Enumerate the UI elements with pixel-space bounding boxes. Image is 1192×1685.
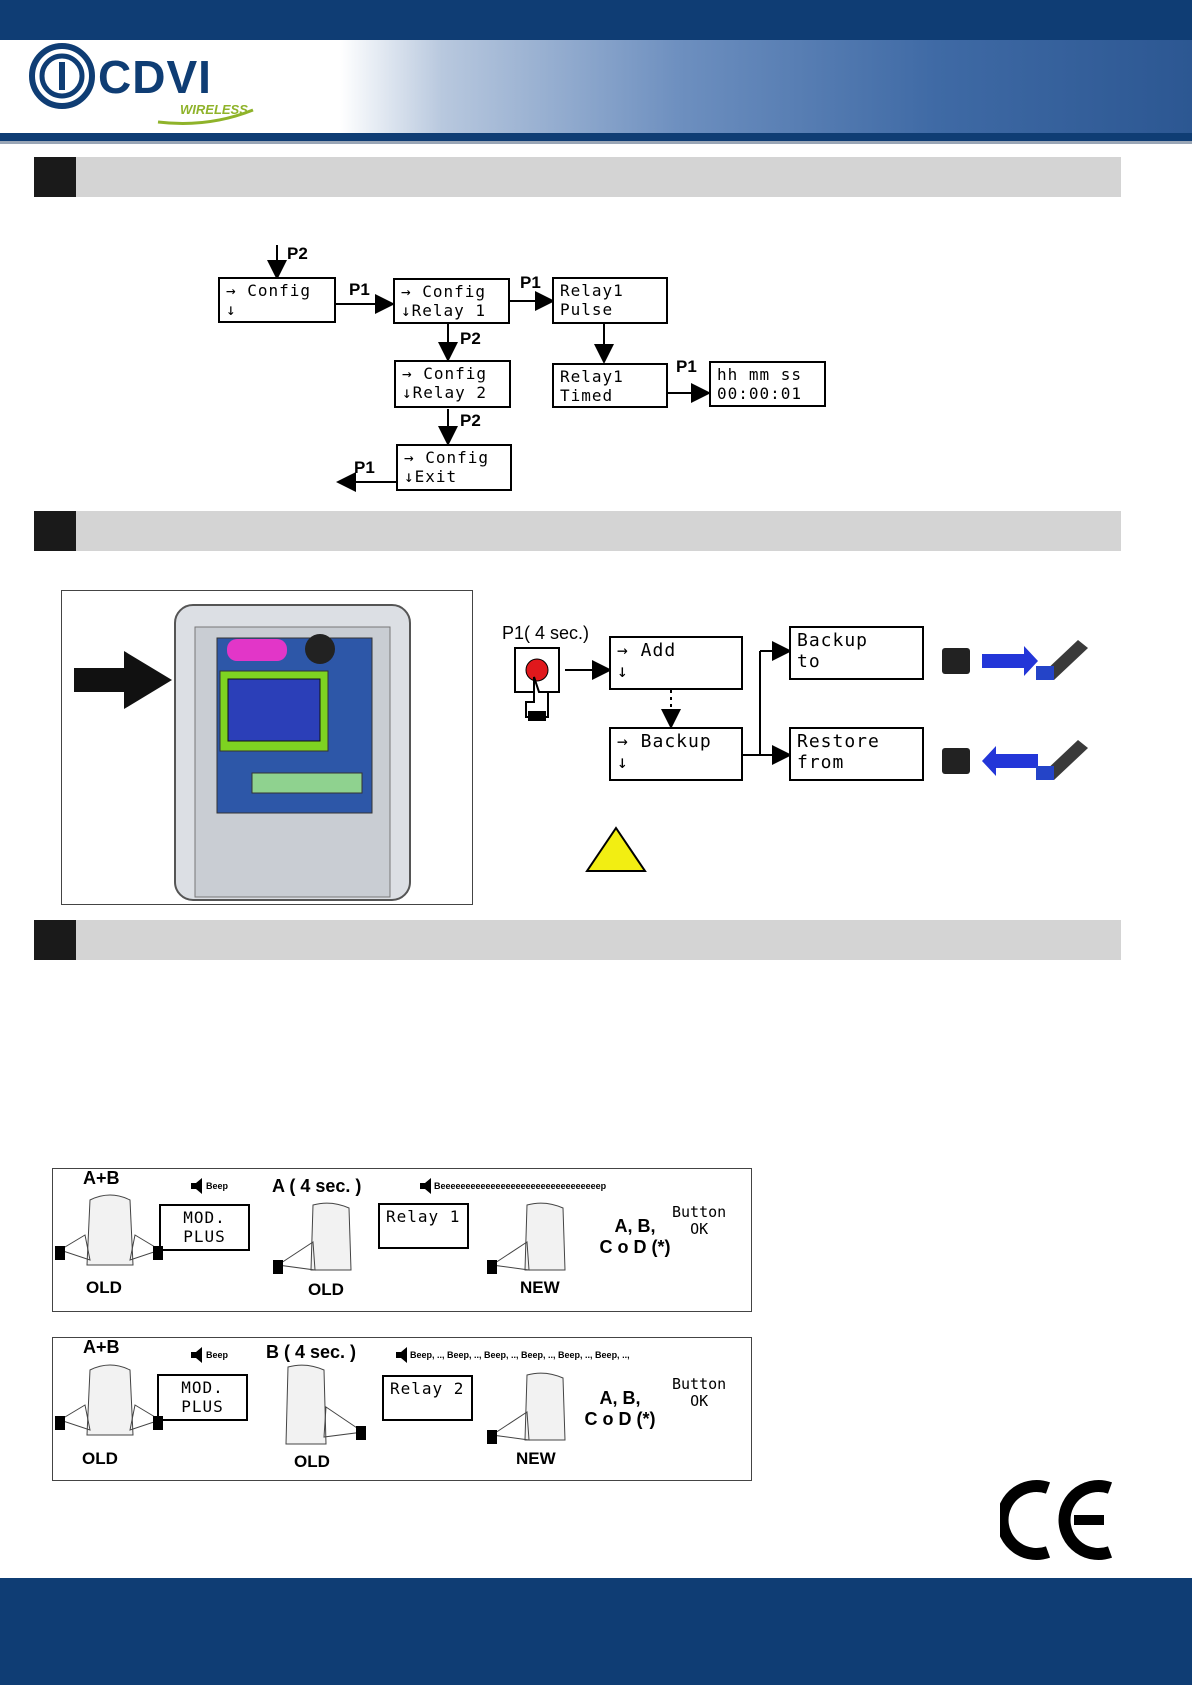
label-p2: P2 xyxy=(460,329,481,348)
usb-key-icon xyxy=(1043,640,1088,680)
beep-label: Beep xyxy=(206,1350,229,1360)
remote-hand-icon xyxy=(55,1194,163,1266)
old-label: OLD xyxy=(308,1280,344,1299)
section-bar-1 xyxy=(34,157,1121,197)
action-label: A ( 4 sec. ) xyxy=(272,1176,362,1196)
beep-long-label: Beeeeeeeeeeeeeeeeeeeeeeeeeeeeeeeep xyxy=(434,1181,607,1191)
brand-name: CDVI xyxy=(98,51,212,103)
device-illustration xyxy=(74,604,411,901)
remote-hand-icon xyxy=(273,1202,352,1274)
top-bar xyxy=(0,0,1192,40)
backup-transfer-icons xyxy=(942,640,1088,780)
remote-hand-icon xyxy=(487,1202,566,1274)
world-map-banner xyxy=(340,40,1192,133)
lcd-add: → Add↓ xyxy=(609,636,743,690)
memory-chip-icon xyxy=(942,648,970,674)
arrow-right-icon xyxy=(982,646,1038,676)
label-p2: P2 xyxy=(460,411,481,430)
memory-chip-icon xyxy=(942,748,970,774)
lcd-mod-plus: MOD.PLUS xyxy=(159,1204,250,1251)
combo-label: A+B xyxy=(83,1337,120,1357)
lcd-backup: → Backup↓ xyxy=(609,727,743,781)
lcd-relay1: Relay 1 xyxy=(378,1203,469,1249)
lcd-config-relay2: → Config↓Relay 2 xyxy=(394,360,511,408)
section-marker-1 xyxy=(34,157,76,197)
section-bar-2 xyxy=(34,511,1121,551)
footer-bar xyxy=(0,1578,1192,1685)
remote-hand-icon xyxy=(487,1372,566,1444)
keys-label: A, B,C o D (*) xyxy=(584,1388,656,1429)
arrow-left-icon xyxy=(982,746,1038,776)
keys-label: A, B,C o D (*) xyxy=(599,1216,671,1257)
combo-label: A+B xyxy=(83,1168,120,1188)
section-bar-3 xyxy=(34,920,1121,960)
device-photo-frame xyxy=(61,590,473,905)
p1-hold-label: P1( 4 sec.) xyxy=(502,623,590,643)
label-p1-exit: P1 xyxy=(354,458,375,477)
speaker-icon xyxy=(191,1178,202,1194)
label-p1: P1 xyxy=(520,273,541,292)
header-divider xyxy=(0,133,1192,141)
speaker-icon xyxy=(396,1347,407,1363)
remote-hand-icon xyxy=(285,1364,366,1445)
header-divider-grey xyxy=(0,141,1192,144)
new-label: NEW xyxy=(520,1278,560,1297)
new-label: NEW xyxy=(516,1449,556,1468)
old-label: OLD xyxy=(86,1278,122,1297)
lcd-mod-plus: MOD.PLUS xyxy=(157,1374,248,1421)
lcd-config-exit: → Config↓Exit xyxy=(396,444,512,491)
cdvi-logo xyxy=(29,43,254,125)
old-label: OLD xyxy=(294,1452,330,1471)
ce-mark-icon xyxy=(1000,1480,1113,1560)
brand-tagline: WIRELESS xyxy=(180,102,248,117)
beep-pulsed-label: Beep, .., Beep, .., Beep, .., Beep, .., … xyxy=(410,1350,630,1360)
lcd-config-relay1: → Config↓Relay 1 xyxy=(393,278,510,324)
beep-label: Beep xyxy=(206,1181,229,1191)
section-marker-3 xyxy=(34,920,76,960)
header-band: CDVI WIRELESS xyxy=(0,40,1192,133)
remote-hand-icon xyxy=(55,1364,163,1436)
action-label: B ( 4 sec. ) xyxy=(266,1342,357,1362)
usb-key-icon xyxy=(1043,740,1088,780)
lcd-config: → Config↓ xyxy=(218,277,336,323)
warning-icon xyxy=(585,826,647,872)
press-button-icon xyxy=(514,647,560,721)
old-label: OLD xyxy=(82,1449,118,1468)
speaker-icon xyxy=(191,1347,202,1363)
label-p1: P1 xyxy=(349,280,370,299)
label-p2: P2 xyxy=(287,244,308,263)
speaker-icon xyxy=(420,1178,431,1194)
label-p1: P1 xyxy=(676,357,697,376)
lcd-relay2: Relay 2 xyxy=(382,1375,473,1421)
section-marker-2 xyxy=(34,511,76,551)
